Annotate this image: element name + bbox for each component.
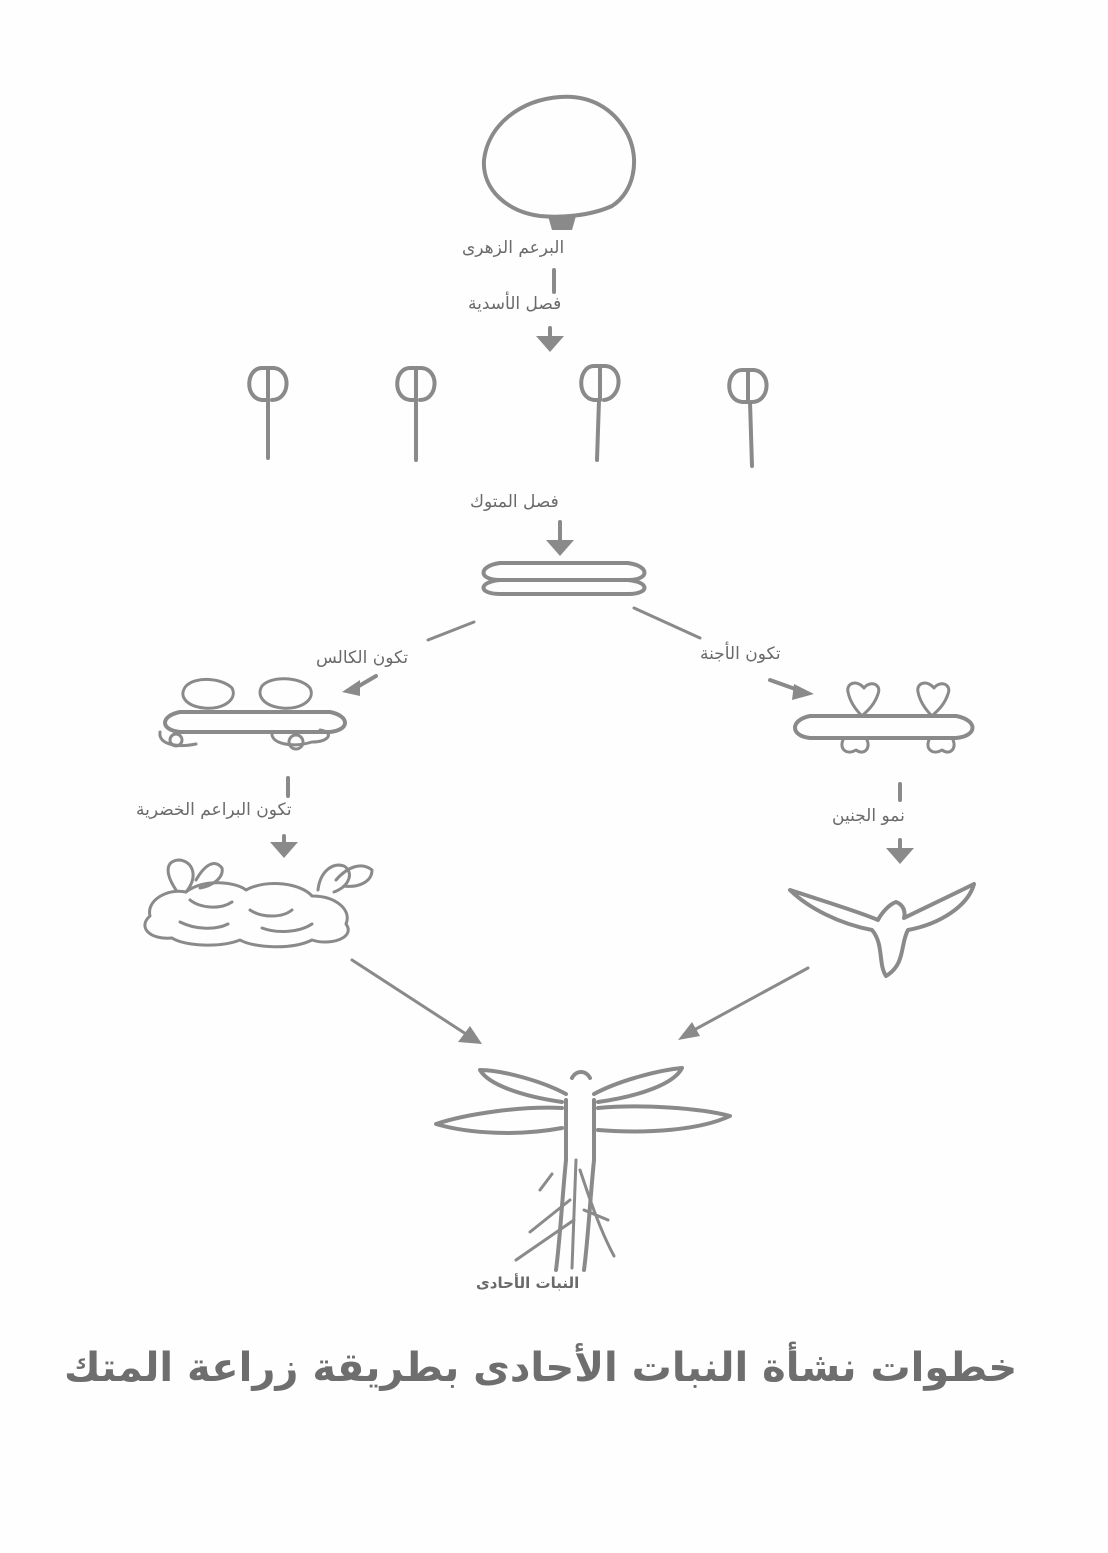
label-haploid-plant: النبات الأحادى	[476, 1274, 579, 1292]
haploid-plant-drawing	[436, 1068, 730, 1270]
arrow-to-callus	[342, 676, 376, 696]
figure-title: خطوات نشأة النبات الأحادى بطريقة زراعة ا…	[64, 1345, 1017, 1391]
flower-bud-drawing	[484, 97, 634, 230]
stamen-1	[249, 368, 286, 458]
young-embryo-drawing	[790, 884, 974, 976]
label-embryo-growth: نمو الجنين	[832, 806, 905, 826]
label-anther-separation: فصل المتوك	[470, 492, 559, 512]
shoot-buds-drawing	[145, 860, 372, 947]
stamen-3	[581, 366, 618, 460]
label-embryo-formation: تكون الأجنة	[700, 644, 781, 664]
embryos-drawing	[795, 683, 973, 752]
label-callus-formation: تكون الكالس	[316, 648, 408, 668]
stamen-4	[729, 370, 766, 466]
callus-drawing	[160, 679, 345, 749]
anther-drawing	[484, 563, 645, 594]
branch-lines	[428, 608, 700, 640]
stamen-2	[397, 368, 434, 460]
arrow-to-embryos	[770, 680, 814, 700]
arrow-embryo-to-plant	[678, 968, 808, 1040]
label-flower-bud: البرعم الزهرى	[462, 238, 564, 258]
arrow-shoots-to-plant	[352, 960, 482, 1044]
label-stamen-separation: فصل الأسدية	[468, 294, 561, 314]
label-shoot-bud-formation: تكون البراعم الخضرية	[136, 800, 292, 820]
arrow-to-anther	[546, 522, 574, 556]
